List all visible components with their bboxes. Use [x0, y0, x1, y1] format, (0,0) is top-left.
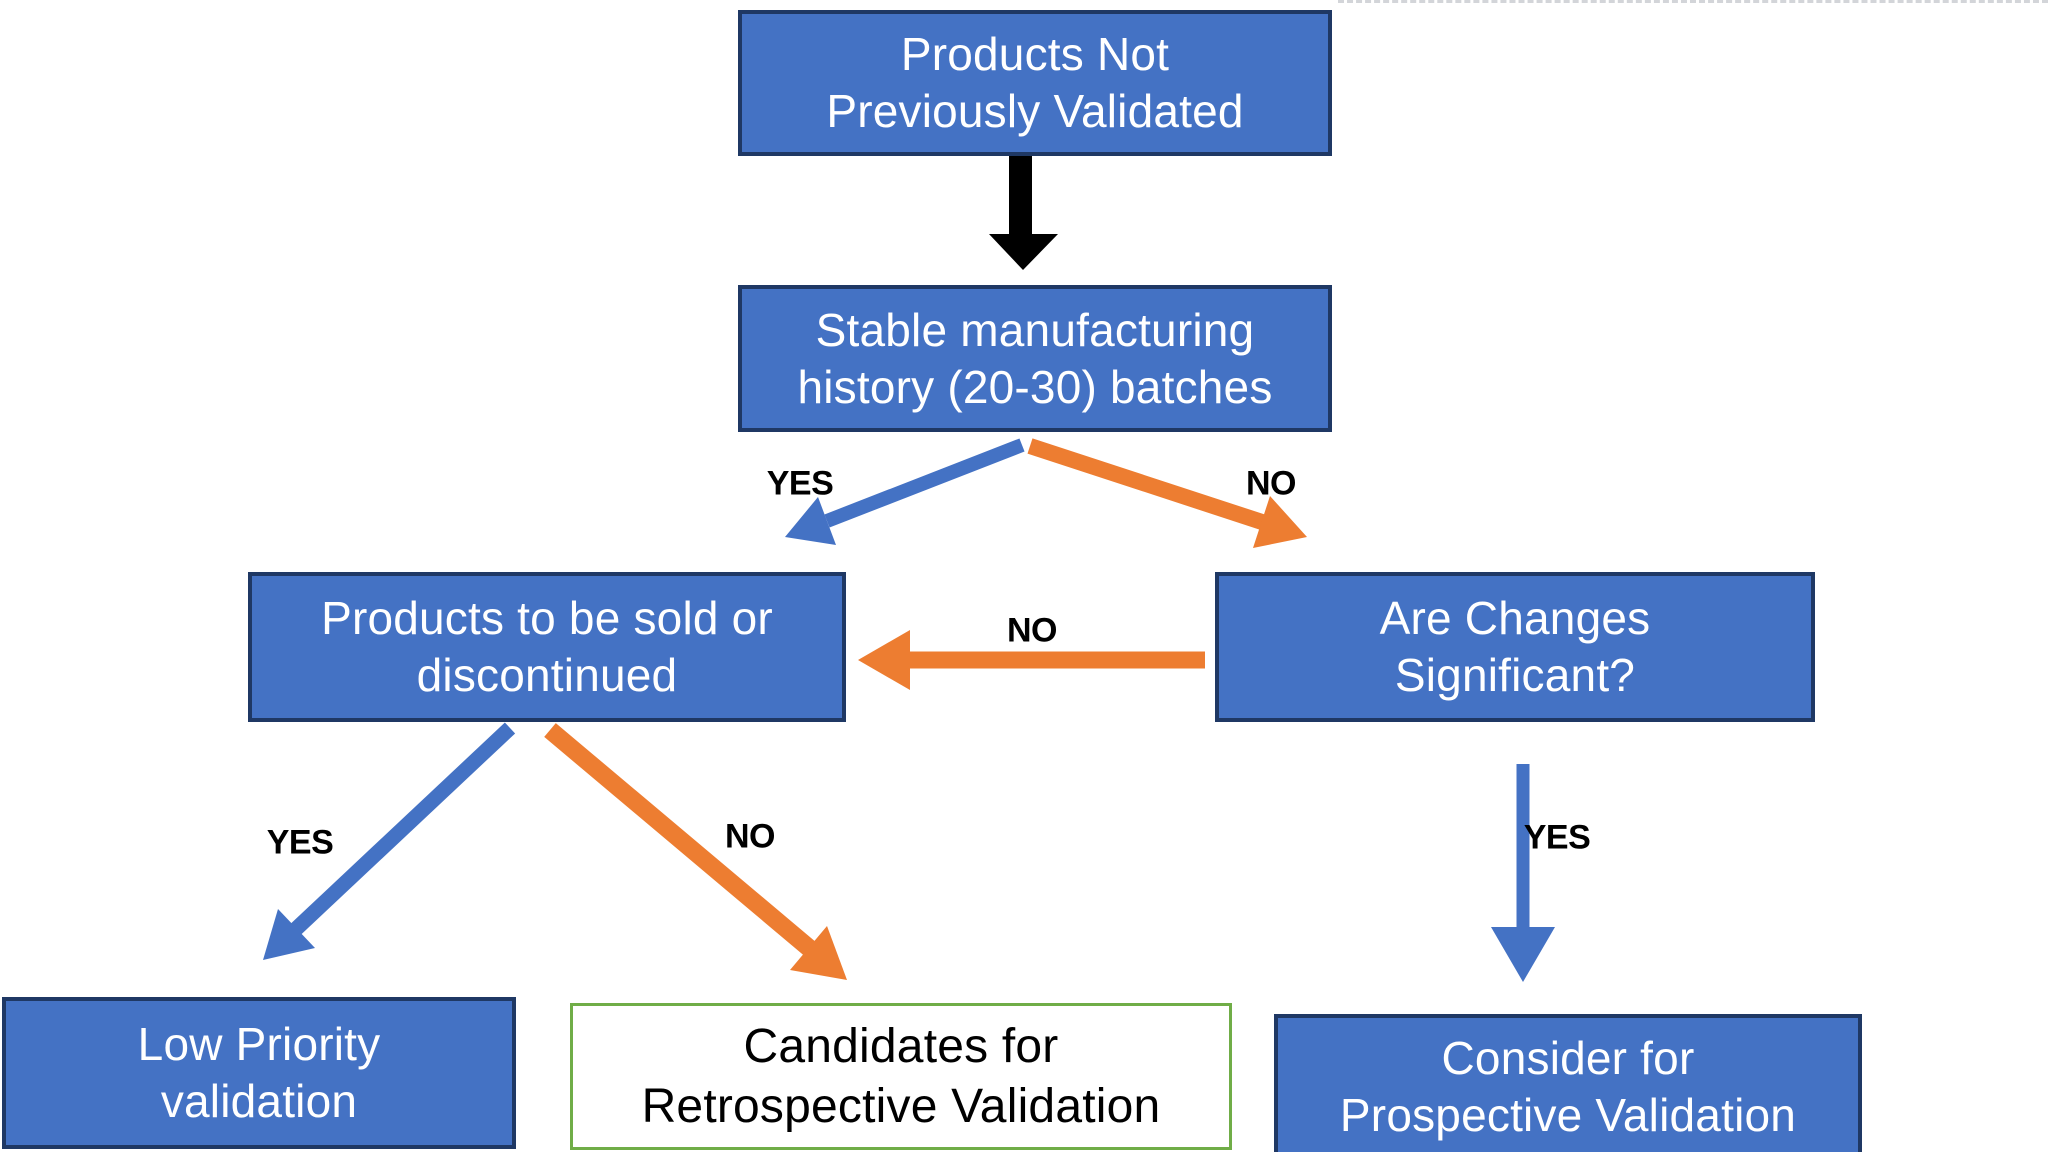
no-label-middle: NO	[1007, 611, 1058, 650]
node-consider-prospective-validation: Consider for Prospective Validation	[1274, 1014, 1862, 1152]
yes-label-bottom-right: YES	[1523, 818, 1591, 857]
node-label: Low Priority validation	[137, 1018, 381, 1127]
no-label-row2: NO	[1246, 464, 1297, 503]
node-label: Products Not Previously Validated	[826, 28, 1244, 137]
node-products-not-validated: Products Not Previously Validated	[738, 10, 1332, 156]
node-label: Consider for Prospective Validation	[1339, 1032, 1797, 1141]
arrow-head	[263, 909, 315, 960]
node-low-priority-validation: Low Priority validation	[2, 997, 516, 1149]
arrow-head	[989, 155, 1058, 270]
node-candidates-retrospective-validation: Candidates for Retrospective Validation	[570, 1003, 1232, 1150]
node-stable-history: Stable manufacturing history (20-30) bat…	[738, 285, 1332, 432]
yes-label-bottom-left: YES	[266, 823, 334, 862]
down-block-arrow	[989, 155, 1058, 270]
arrow-head	[858, 630, 910, 690]
yes-arrow-bottom-right	[1491, 764, 1555, 982]
arrow-head	[785, 497, 836, 545]
node-label: Stable manufacturing history (20-30) bat…	[797, 303, 1273, 413]
no-arrow-bottom-middle	[544, 723, 847, 980]
no-label-bottom-middle: NO	[725, 817, 776, 856]
arrow-head	[1491, 927, 1555, 982]
arrow-head	[1253, 496, 1307, 548]
arrow-shaft	[1027, 438, 1265, 530]
node-are-changes-significant: Are Changes Significant?	[1215, 572, 1815, 722]
node-products-sold-or-discontinued: Products to be sold or discontinued	[248, 572, 846, 722]
arrow-shaft	[824, 438, 1025, 528]
node-label: Candidates for Retrospective Validation	[641, 1019, 1161, 1133]
node-label: Products to be sold or discontinued	[321, 592, 773, 701]
node-label: Are Changes Significant?	[1379, 592, 1651, 701]
yes-label-row2: YES	[766, 464, 834, 503]
arrow-head	[790, 926, 847, 980]
dashed-edge-artifact	[1338, 0, 2048, 3]
